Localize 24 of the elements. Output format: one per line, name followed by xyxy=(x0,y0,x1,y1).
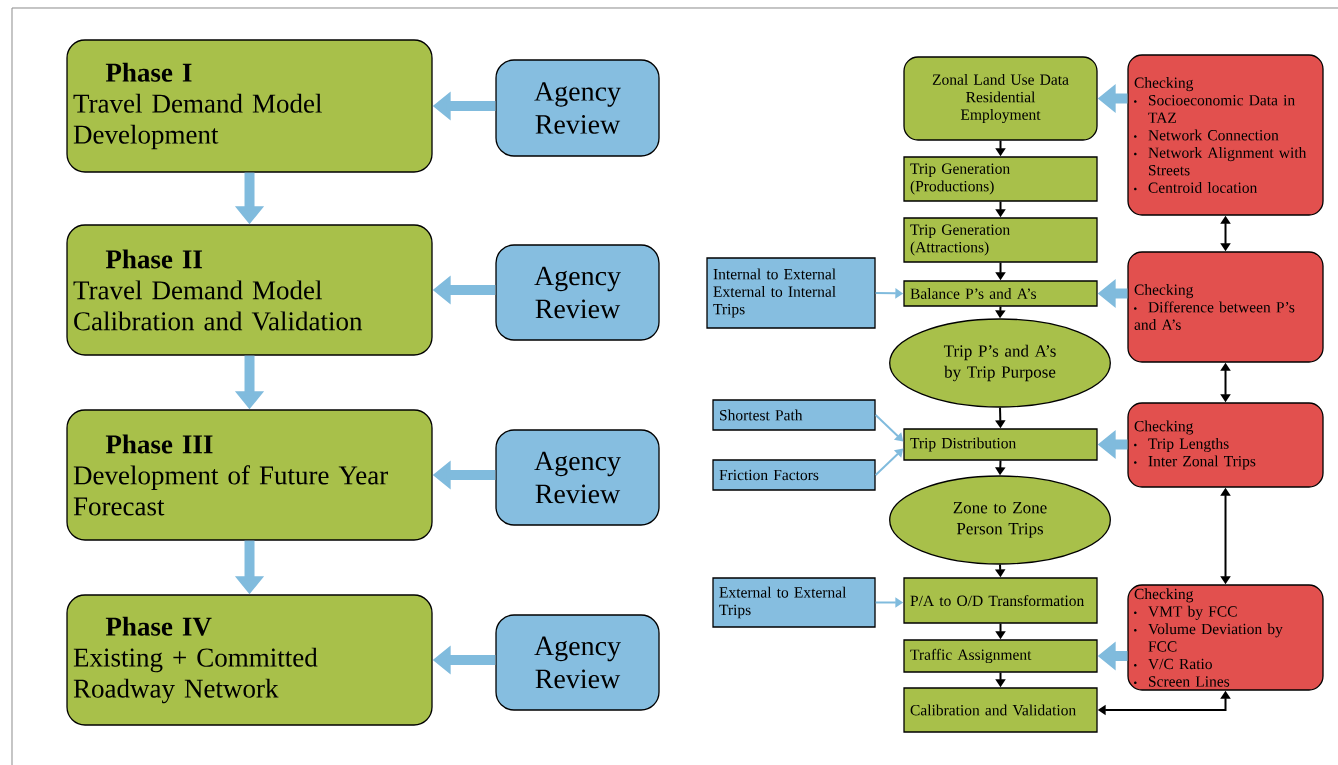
process-box: Calibration and Validation xyxy=(903,687,1098,733)
input-box: Friction Factors xyxy=(712,459,876,491)
phase-box: Phase I Travel Demand Model Development xyxy=(66,39,433,173)
checking-box: Checking Difference between P’s and A’s xyxy=(1127,251,1324,363)
process-box: Balance P’s and A’s xyxy=(903,280,1098,307)
data-box: Zonal Land Use Data Residential Employment xyxy=(903,56,1098,141)
process-box: P/A to O/D Transformation xyxy=(903,577,1098,624)
phase-box: Phase II Travel Demand Model Calibration and Validation xyxy=(66,224,433,356)
phase-box: Phase IV Existing + Committed Roadway Network xyxy=(66,594,433,726)
checking-box: Checking Trip Lengths Inter Zonal Trips xyxy=(1127,402,1324,488)
review-box: Agency Review xyxy=(495,429,660,526)
process-box: Trip Distribution xyxy=(903,428,1098,461)
checking-box: Checking Socioeconomic Data in TAZ Network Connection Network Alignment with Streets Centroid location xyxy=(1127,54,1324,216)
process-box: Trip Generation (Productions) xyxy=(903,156,1098,202)
input-box: External to External Trips xyxy=(712,577,876,628)
checking-box: Checking VMT by FCC Volume Deviation by FCC V/C Ratio Screen Lines xyxy=(1127,584,1324,691)
phase-box: Phase III Development of Future Year Forecast xyxy=(66,409,433,541)
review-box: Agency Review xyxy=(495,59,660,157)
process-box: Trip Generation (Attractions) xyxy=(903,217,1098,263)
input-box: Internal to External External to Internal Trips xyxy=(706,257,876,329)
review-box: Agency Review xyxy=(495,244,660,341)
review-box: Agency Review xyxy=(495,614,660,711)
input-box: Shortest Path xyxy=(712,399,876,431)
process-box: Traffic Assignment xyxy=(903,639,1098,673)
